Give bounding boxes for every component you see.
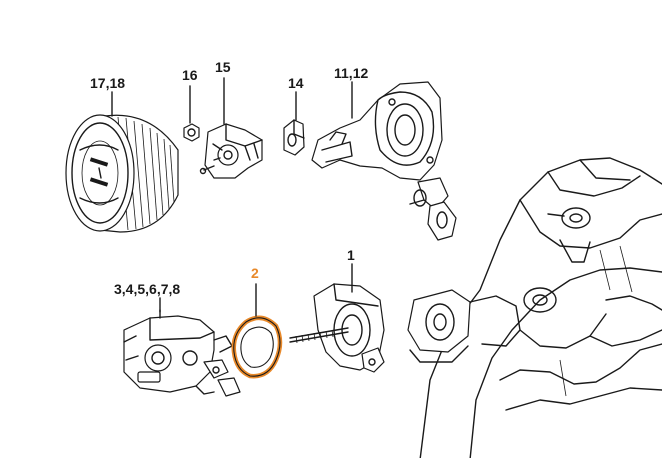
callout-17-18: 17,18: [90, 75, 125, 91]
air-filter[interactable]: [65, 114, 179, 233]
nut[interactable]: [183, 123, 200, 142]
filter-holder[interactable]: [199, 123, 263, 179]
callout-3-4-5-6-7-8: 3,4,5,6,7,8: [114, 281, 180, 297]
saw-housing: [407, 157, 662, 458]
callout-1: 1: [347, 247, 355, 263]
callout-16: 16: [182, 67, 198, 83]
callout-15: 15: [215, 59, 231, 75]
callout-11-12: 11,12: [334, 65, 368, 81]
callout-14: 14: [288, 75, 304, 91]
carburetor[interactable]: [123, 309, 241, 397]
intake-flange[interactable]: [289, 283, 385, 373]
spacer[interactable]: [283, 119, 305, 156]
leader-lines: [111, 77, 353, 317]
gasket[interactable]: [231, 315, 283, 379]
intake-manifold[interactable]: [311, 81, 457, 241]
callout-2: 2: [251, 265, 259, 281]
